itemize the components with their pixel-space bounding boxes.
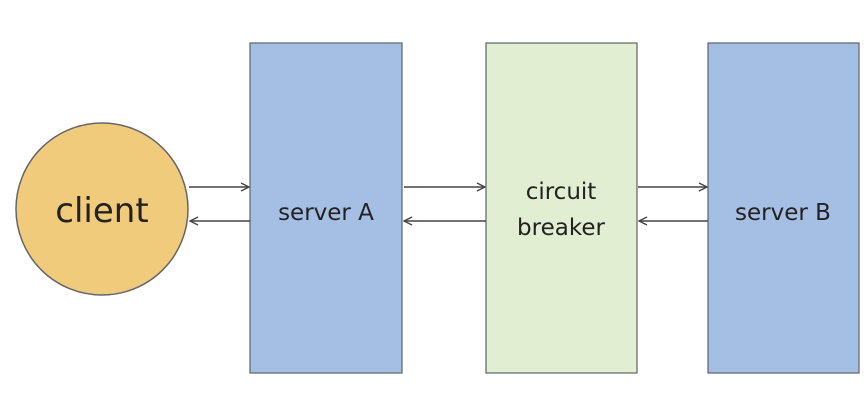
circuit-breaker-node: circuit breaker bbox=[485, 42, 638, 374]
client-node: client bbox=[15, 122, 189, 296]
circuit-breaker-box bbox=[485, 42, 638, 374]
server-b-node: server B bbox=[707, 42, 860, 374]
circuit-breaker-label-line1: circuit bbox=[526, 179, 597, 205]
server-a-node: server A bbox=[249, 42, 403, 374]
server-a-label: server A bbox=[278, 200, 374, 226]
client-circle bbox=[15, 122, 189, 296]
server-b-label: server B bbox=[735, 200, 831, 226]
circuit-breaker-label-line2: breaker bbox=[517, 215, 605, 241]
server-b-box bbox=[707, 42, 860, 374]
client-label: client bbox=[55, 191, 148, 231]
server-a-box bbox=[249, 42, 403, 374]
